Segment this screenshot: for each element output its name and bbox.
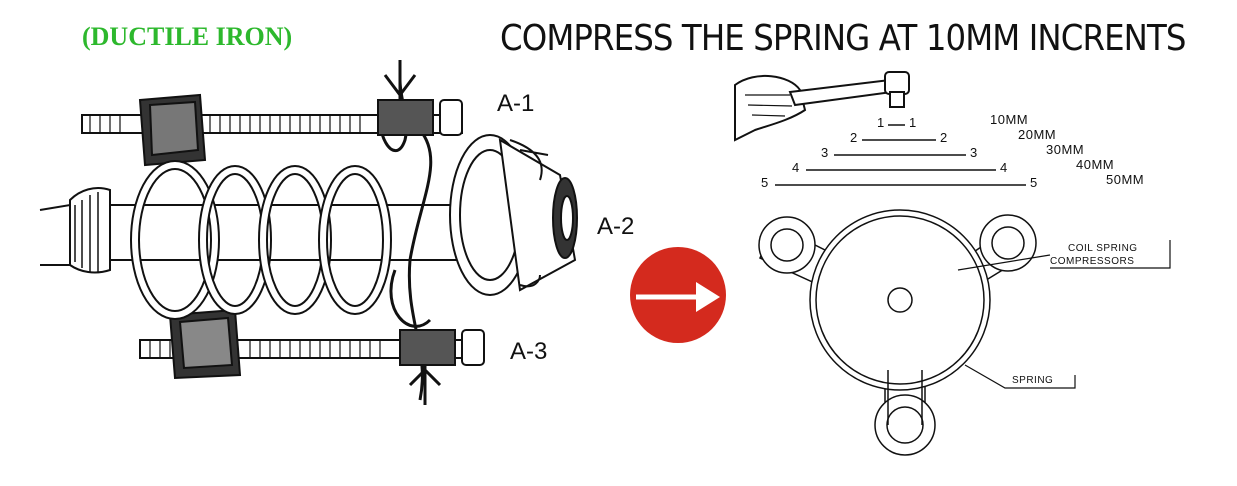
distance-50mm: 50MM — [1106, 172, 1145, 187]
step-number-2-left: 2 — [850, 130, 858, 145]
step-number-4-left: 4 — [792, 160, 800, 175]
step-number-1-right: 1 — [909, 115, 917, 130]
spring-label: SPRING — [1012, 375, 1054, 386]
spring-top-view — [758, 209, 1037, 456]
label-a3: A-3 — [510, 338, 548, 365]
step-number-5-right: 5 — [1030, 175, 1038, 190]
compressor-label-line1: COIL SPRING — [1068, 243, 1138, 254]
label-a1: A-1 — [497, 90, 535, 117]
step-number-3-right: 3 — [970, 145, 978, 160]
page-title: COMPRESS THE SPRING AT 10MM INCRENTS — [500, 18, 1186, 59]
distance-30mm: 30MM — [1046, 142, 1085, 157]
distance-20mm: 20MM — [1018, 127, 1057, 142]
compression-step-lines — [775, 124, 1026, 186]
right-arrow-icon — [630, 247, 726, 343]
distance-10mm: 10MM — [990, 112, 1029, 127]
step-number-4-right: 4 — [1000, 160, 1008, 175]
step-number-5-left: 5 — [761, 175, 769, 190]
spring-center-hole — [887, 287, 913, 313]
compressor-label-line2: COMPRESSORS — [1050, 256, 1135, 267]
material-label: (DUCTILE IRON) — [82, 22, 293, 51]
ratchet-wrench-icon — [734, 71, 910, 142]
step-number-1-left: 1 — [877, 115, 885, 130]
label-a2: A-2 — [597, 213, 635, 240]
step-number-3-left: 3 — [821, 145, 829, 160]
step-number-2-right: 2 — [940, 130, 948, 145]
spring-compressor-illustration — [39, 60, 578, 405]
callout-leaders — [957, 240, 1171, 389]
distance-40mm: 40MM — [1076, 157, 1115, 172]
